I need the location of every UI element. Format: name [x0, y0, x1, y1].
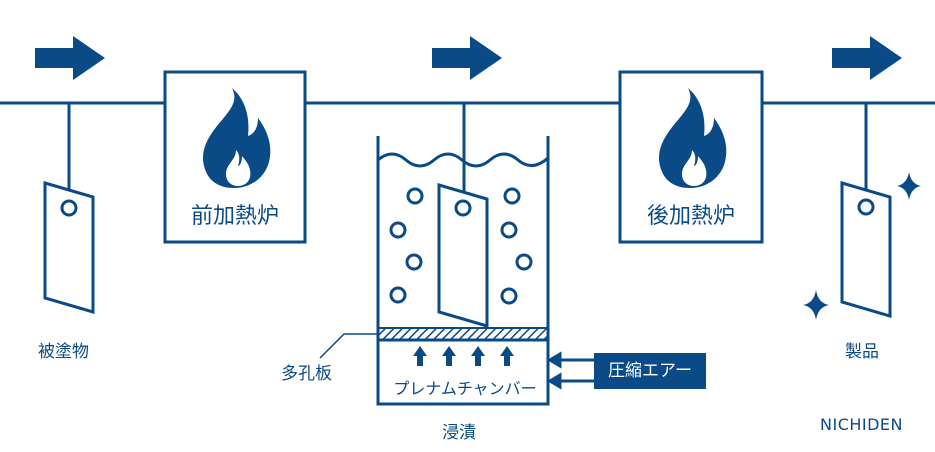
flame-icon	[202, 88, 271, 188]
air-up-arrows	[413, 346, 514, 366]
arrow-right-icon	[432, 36, 502, 80]
compressed-air-box	[594, 353, 706, 389]
arrow-left-icon	[547, 351, 562, 369]
perforated-plate-label: 多孔板	[281, 364, 332, 384]
product-hanger	[840, 103, 892, 318]
arrow-right-icon	[832, 36, 902, 80]
arrow-up-icon	[471, 346, 485, 366]
arrow-up-icon	[442, 346, 456, 366]
air-inlet-arrows	[547, 351, 594, 390]
plenum-chamber-box	[376, 338, 550, 406]
powder-particles	[389, 187, 533, 305]
preheat-furnace-label: 前加熱炉	[190, 204, 279, 229]
arrow-right-icon	[35, 36, 105, 80]
plenum-chamber-label: プレナムチャンバー	[393, 379, 537, 398]
sparkle-icon	[803, 290, 829, 320]
workpiece-label: 被塗物	[38, 342, 89, 362]
sparkle-icon	[897, 172, 921, 200]
immersion-label: 浸漬	[442, 423, 476, 443]
arrow-up-icon	[413, 346, 427, 366]
arrow-up-icon	[500, 346, 514, 366]
flame-icon	[658, 88, 727, 188]
perforated-plate-leader	[319, 333, 378, 359]
product-label: 製品	[845, 342, 879, 362]
compressed-air-label: 圧縮エアー	[608, 361, 692, 381]
direction-arrows	[35, 36, 902, 80]
brand-logo: NICHIDEN	[820, 415, 904, 434]
workpiece-hanger	[43, 103, 95, 314]
immersion-tank	[376, 103, 550, 342]
perforated-plate	[377, 327, 549, 341]
arrow-left-icon	[547, 372, 562, 390]
postheat-furnace-label: 後加熱炉	[646, 204, 735, 229]
sparkles	[803, 172, 921, 320]
